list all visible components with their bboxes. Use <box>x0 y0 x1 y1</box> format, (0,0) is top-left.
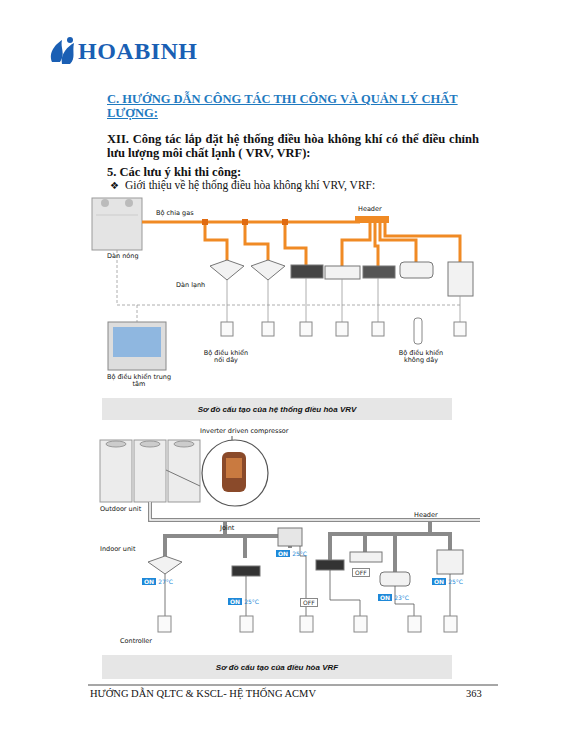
caption-text: Sơ đồ cấu tạo của điều hòa VRF <box>216 663 338 672</box>
logo-text: HOABINH <box>78 38 198 66</box>
status-text: OFF <box>300 598 318 607</box>
refrigerant-pipe <box>142 222 460 266</box>
bullet-symbol: ❖ <box>110 180 119 192</box>
page-number: 363 <box>466 688 482 700</box>
caption-band: Sơ đồ cấu tạo của điều hòa VRF <box>102 655 452 679</box>
control-network <box>117 250 460 322</box>
part-name: Controller <box>120 638 152 645</box>
status-display: ON27°C <box>142 578 173 585</box>
status-display: ON25°C <box>228 598 259 605</box>
part-name: Bộ điều khiển nối dây <box>198 350 254 365</box>
compressor <box>166 436 268 506</box>
status-text: 25°C <box>244 598 259 605</box>
status-text: ON <box>276 550 290 557</box>
status-display: OFF <box>352 568 370 577</box>
subsection-heading: XII. Công tác lắp đặt hệ thống điều hòa … <box>107 132 479 161</box>
status-text: 27°C <box>158 578 173 585</box>
part-name: Dàn lạnh <box>176 282 205 289</box>
status-text: 23°C <box>394 594 409 601</box>
vrf-pipe <box>150 502 480 572</box>
section-heading: C. HƯỚNG DẪN CÔNG TÁC THI CÔNG VÀ QUẢN L… <box>107 92 479 121</box>
part-name: Header <box>358 206 382 213</box>
status-display: ON23°C <box>378 594 409 601</box>
caption-text: Sơ đồ cấu tạo của hệ thống điều hòa VRV <box>198 405 357 414</box>
status-text: ON <box>142 578 156 585</box>
part-name: Bộ điều khiển không dây <box>392 350 450 365</box>
vrf-outdoor-units <box>100 440 200 502</box>
item-heading: 5. Các lưu ý khi thi công: <box>107 165 241 179</box>
vrv-indoor-units <box>210 260 473 296</box>
part-name: Outdoor unit <box>100 506 141 513</box>
logo-icon <box>51 37 74 64</box>
status-text: ON <box>378 594 392 601</box>
footer-text: HƯỚNG DẪN QLTC & KSCL- HỆ THỐNG ACMV <box>90 688 316 700</box>
vrf-controllers <box>158 616 457 632</box>
status-text: ON <box>432 578 446 585</box>
status-text: ON <box>228 598 242 605</box>
vrf-control-wires <box>165 546 450 616</box>
status-display: OFF <box>300 598 318 607</box>
vrv-outdoor-unit <box>92 198 142 250</box>
part-name: Inverter driven compressor <box>200 428 288 435</box>
controller-wires <box>227 278 460 322</box>
footer-rule <box>88 685 498 686</box>
part-name: Header <box>414 512 438 519</box>
status-display: ON25°C <box>276 550 307 557</box>
status-text: 25°C <box>292 550 307 557</box>
gas-splitter <box>202 219 288 225</box>
central-controller <box>108 322 166 370</box>
wired-controllers <box>221 318 466 344</box>
header-block <box>355 216 389 223</box>
part-name: Dàn nóng <box>107 253 139 260</box>
part-name: Indoor unit <box>100 546 135 553</box>
part-name: Bộ điều khiển trung tâm <box>105 374 173 389</box>
bullet-text: Giới thiệu về hệ thống điều hòa không kh… <box>125 179 375 192</box>
part-name: Bộ chia gas <box>156 210 194 217</box>
status-text: 25°C <box>448 578 463 585</box>
status-text: OFF <box>352 568 370 577</box>
status-display: ON25°C <box>432 578 463 585</box>
vrf-indoor-units <box>148 528 463 586</box>
vrf-pipe-inner <box>150 502 480 520</box>
caption-band: Sơ đồ cấu tạo của hệ thống điều hòa VRV <box>102 398 452 420</box>
part-name: Joint <box>220 525 234 532</box>
